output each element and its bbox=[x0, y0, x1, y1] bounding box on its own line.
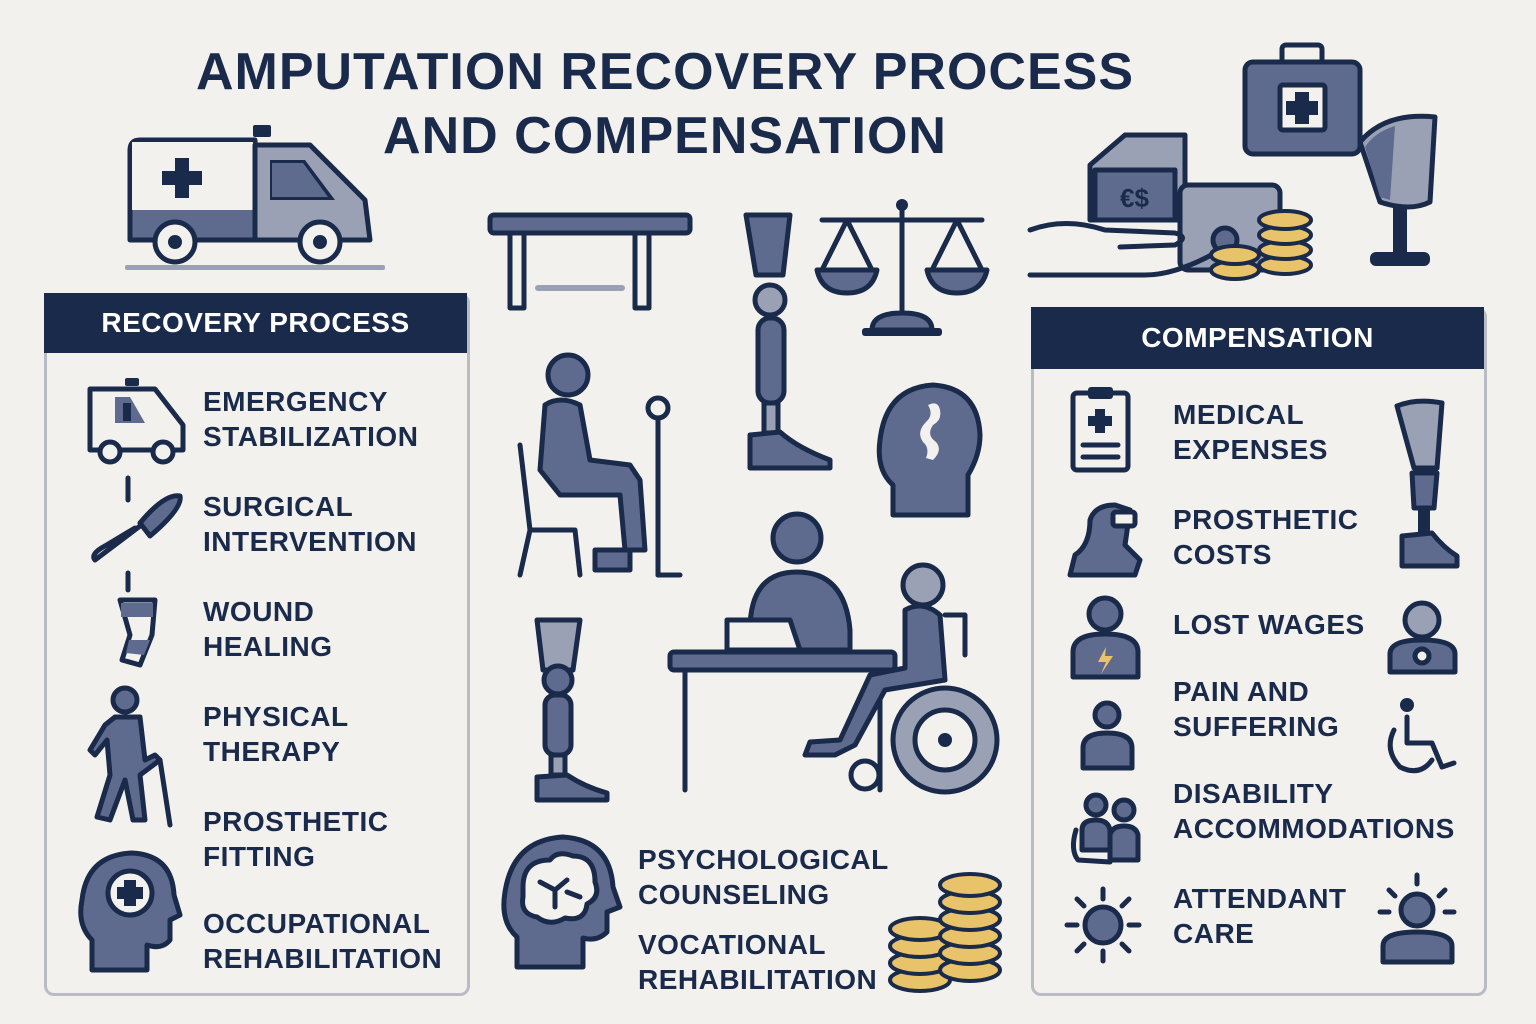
head-medical-cross-icon bbox=[78, 850, 183, 973]
recovery-item-surgical-intervention: SURGICAL INTERVENTION bbox=[203, 489, 417, 559]
item-line-1: EMERGENCY bbox=[203, 386, 388, 417]
worker-icon bbox=[1387, 600, 1458, 675]
connector-line bbox=[125, 475, 131, 503]
item-line-2: STABILIZATION bbox=[203, 421, 419, 452]
bandaged-limb-icon bbox=[117, 597, 158, 668]
item-line-1: VOCATIONAL bbox=[638, 929, 827, 960]
compensation-item-lost-wages: LOST WAGES bbox=[1173, 607, 1365, 642]
title-line-2: AND COMPENSATION bbox=[383, 107, 947, 165]
prosthetic-leg-icon bbox=[534, 617, 610, 803]
money-case-hand-icon: €$ bbox=[1027, 132, 1313, 281]
head-puzzle-icon bbox=[876, 382, 983, 518]
recovery-item-prosthetic-fitting: PROSTHETIC FITTING bbox=[203, 804, 388, 874]
scalpel-icon bbox=[91, 493, 183, 563]
person-with-rays-icon bbox=[1377, 872, 1457, 965]
recovery-item-occupational-rehabilitation: OCCUPATIONAL REHABILITATION bbox=[203, 906, 442, 976]
parallel-bars-icon bbox=[487, 212, 693, 311]
item-line-2: CARE bbox=[1173, 918, 1255, 949]
seated-patient-icon bbox=[517, 352, 683, 578]
item-line-2: THERAPY bbox=[203, 736, 341, 767]
brain-head-icon bbox=[501, 834, 623, 970]
wheelchair-icon bbox=[1387, 698, 1457, 774]
ambulance-icon bbox=[125, 125, 385, 270]
svg-text:€$: €$ bbox=[1120, 183, 1149, 213]
recovery-item-physical-therapy: PHYSICAL THERAPY bbox=[203, 699, 349, 769]
item-line-1: PSYCHOLOGICAL bbox=[638, 844, 889, 875]
compensation-item-pain-and-suffering: PAIN AND SUFFERING bbox=[1173, 674, 1339, 744]
item-line-2: COSTS bbox=[1173, 539, 1272, 570]
vocational-rehabilitation-label: VOCATIONAL REHABILITATION bbox=[638, 927, 877, 997]
item-line-1: MEDICAL bbox=[1173, 399, 1305, 430]
compensation-panel-heading: COMPENSATION bbox=[1031, 307, 1484, 369]
ambulance-icon bbox=[87, 378, 186, 465]
compensation-item-prosthetic-costs: PROSTHETIC COSTS bbox=[1173, 502, 1358, 572]
item-line-1: PAIN AND bbox=[1173, 676, 1310, 707]
item-line-2: REHABILITATION bbox=[638, 964, 878, 995]
prosthetic-leg-icon bbox=[743, 212, 833, 471]
item-line-1: ATTENDANT bbox=[1173, 883, 1347, 914]
psychological-counseling-label: PSYCHOLOGICAL COUNSELING bbox=[638, 842, 889, 912]
recovery-item-emergency-stabilization: EMERGENCY STABILIZATION bbox=[203, 384, 418, 454]
item-line-1: PHYSICAL bbox=[203, 701, 349, 732]
prosthetic-socket-icon bbox=[1067, 502, 1143, 578]
item-line-2: INTERVENTION bbox=[203, 526, 417, 557]
prosthetic-socket-icon bbox=[1357, 113, 1438, 266]
family-icon bbox=[1070, 792, 1141, 865]
sun-icon bbox=[1064, 886, 1142, 964]
compensation-item-medical-expenses: MEDICAL EXPENSES bbox=[1173, 397, 1328, 467]
item-line-1: LOST WAGES bbox=[1173, 609, 1365, 640]
walking-with-cane-icon bbox=[87, 685, 173, 828]
coin-stack-icon bbox=[888, 872, 1002, 993]
compensation-item-attendant-care: ATTENDANT CARE bbox=[1173, 881, 1347, 951]
item-line-1: PROSTHETIC bbox=[203, 806, 389, 837]
item-line-2: EXPENSES bbox=[1173, 434, 1328, 465]
item-line-1: OCCUPATIONAL bbox=[203, 908, 431, 939]
item-line-2: FITTING bbox=[203, 841, 316, 872]
item-line-2: REHABILITATION bbox=[203, 943, 443, 974]
title-line-1: AMPUTATION RECOVERY PROCESS bbox=[195, 43, 1135, 101]
scales-of-justice-icon bbox=[814, 199, 990, 336]
item-line-2: SUFFERING bbox=[1173, 711, 1340, 742]
item-line-1: PROSTHETIC bbox=[1173, 504, 1359, 535]
recovery-item-wound-healing: WOUND HEALING bbox=[203, 594, 333, 664]
clipboard-icon bbox=[1070, 387, 1131, 473]
compensation-item-disability-accommodations: DISABILITY ACCOMMODATIONS bbox=[1173, 776, 1455, 846]
worker-icon bbox=[1070, 595, 1141, 680]
item-line-1: WOUND bbox=[203, 596, 315, 627]
item-line-2: ACCOMMODATIONS bbox=[1173, 813, 1455, 844]
item-line-1: DISABILITY bbox=[1173, 778, 1334, 809]
item-line-2: COUNSELING bbox=[638, 879, 830, 910]
item-line-1: SURGICAL bbox=[203, 491, 354, 522]
prosthetic-leg-icon bbox=[1394, 398, 1460, 569]
first-aid-kit-icon bbox=[1242, 42, 1363, 157]
item-line-2: HEALING bbox=[203, 631, 333, 662]
connector-line bbox=[125, 570, 131, 593]
recovery-panel-heading: RECOVERY PROCESS bbox=[44, 293, 467, 353]
desk-with-laptop-icon bbox=[667, 511, 1000, 795]
person-icon bbox=[1080, 700, 1135, 771]
page-title: AMPUTATION RECOVERY PROCESS AND COMPENSA… bbox=[0, 40, 1330, 168]
